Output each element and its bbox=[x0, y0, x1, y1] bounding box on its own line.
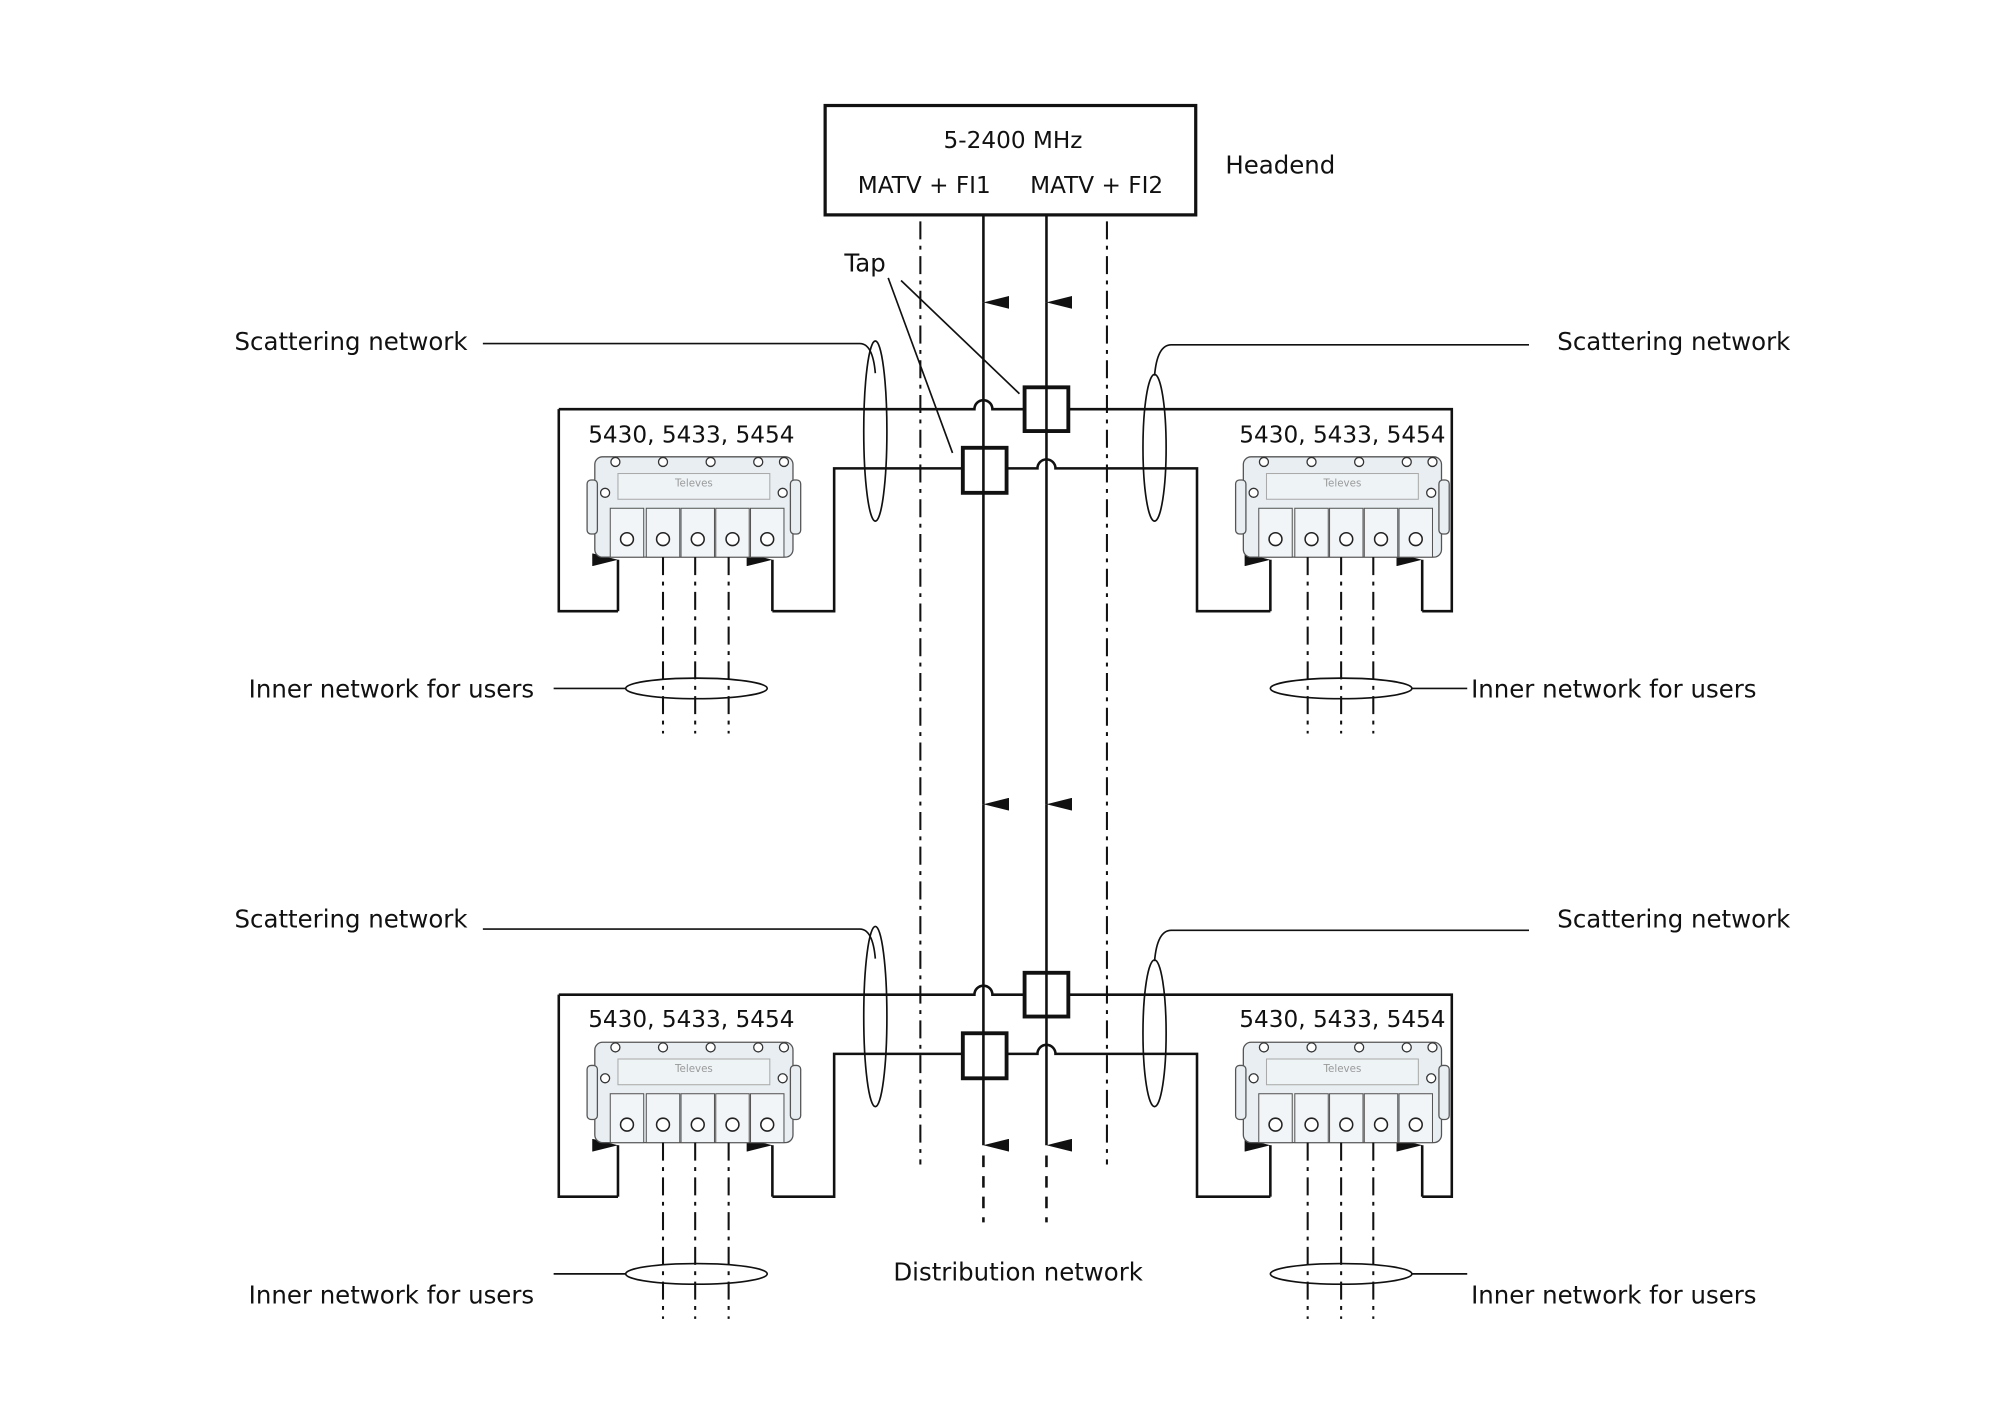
device-models: 5430, 5433, 5454 bbox=[588, 423, 794, 449]
floor-group-lower-labels: Scattering network Scattering network 54… bbox=[235, 905, 1792, 1310]
tap-label: Tap bbox=[843, 249, 885, 278]
scattering-label: Scattering network bbox=[1557, 327, 1791, 356]
tap-leader bbox=[900, 279, 1021, 395]
device-models: 5430, 5433, 5454 bbox=[1239, 1007, 1445, 1033]
floor-group-upper bbox=[482, 340, 1529, 734]
scattering-label: Scattering network bbox=[235, 327, 469, 356]
headend-label: Headend bbox=[1225, 151, 1335, 180]
inner-network-label: Inner network for users bbox=[249, 674, 534, 703]
device-brand: Televes bbox=[674, 477, 713, 489]
distribution-network-label: Distribution network bbox=[893, 1257, 1143, 1286]
device-brand: Televes bbox=[1323, 477, 1362, 489]
floor-group-upper-labels: Scattering network Scattering network 54… bbox=[235, 327, 1792, 703]
inner-network-label: Inner network for users bbox=[1471, 674, 1756, 703]
device-brand: Televes bbox=[1323, 1063, 1362, 1075]
headend-output-1: MATV + FI1 bbox=[858, 173, 991, 199]
inner-network-label: Inner network for users bbox=[249, 1280, 534, 1309]
inner-network-label: Inner network for users bbox=[1471, 1280, 1756, 1309]
scattering-label: Scattering network bbox=[1557, 905, 1791, 934]
device-brand: Televes bbox=[674, 1063, 713, 1075]
device-models: 5430, 5433, 5454 bbox=[588, 1007, 794, 1033]
scattering-label: Scattering network bbox=[235, 905, 469, 934]
headend-band: 5-2400 MHz bbox=[944, 128, 1083, 154]
tap-leader bbox=[887, 277, 954, 454]
headend-box bbox=[823, 103, 1198, 217]
device-models: 5430, 5433, 5454 bbox=[1239, 423, 1445, 449]
headend-output-2: MATV + FI2 bbox=[1030, 173, 1163, 199]
